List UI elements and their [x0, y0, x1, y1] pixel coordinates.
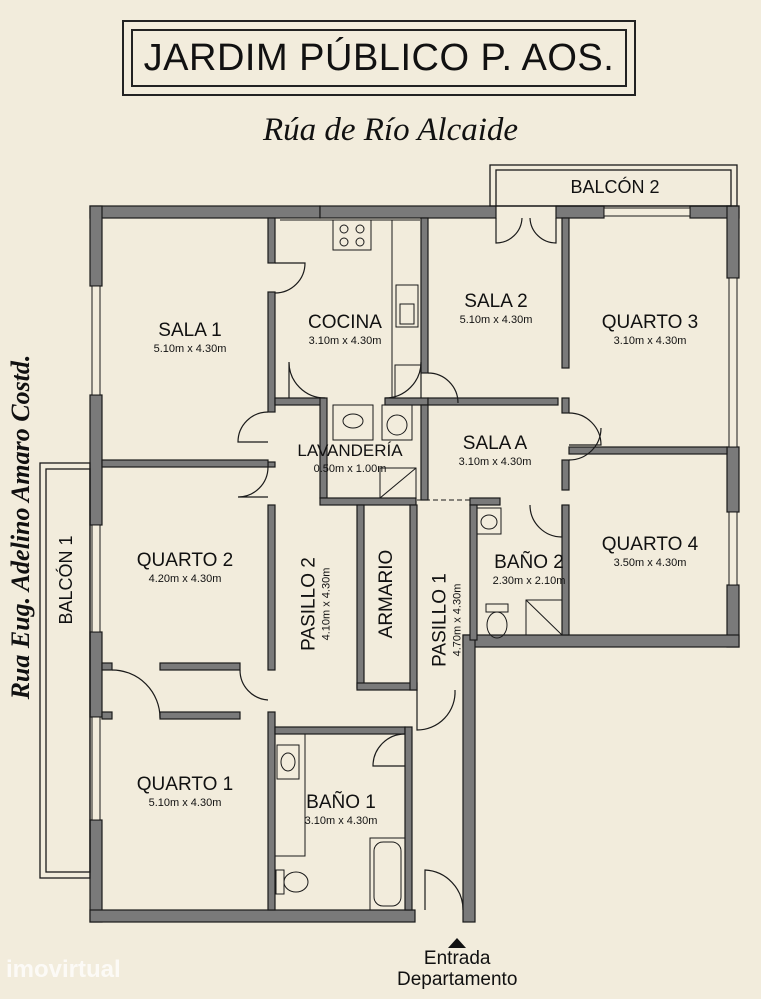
room-name: ARMARIO: [376, 549, 397, 639]
bano2-toilet-icon: [485, 603, 509, 613]
room-dims: 2.30m x 2.10m: [492, 575, 566, 587]
stove-icon: [332, 219, 372, 251]
room-sala1: SALA 1 5.10m x 4.30m: [140, 320, 240, 356]
room-quarto2: QUARTO 2 4.20m x 4.30m: [130, 550, 240, 586]
room-name: QUARTO 1: [136, 774, 234, 795]
entrance-arrow-icon: [448, 938, 467, 948]
washer-icon: [381, 404, 413, 441]
windows: [91, 207, 738, 821]
room-dims: 4.70m x 4.30m: [451, 583, 464, 657]
room-quarto1: QUARTO 1 5.10m x 4.30m: [130, 774, 240, 810]
room-salaA: SALA A 3.10m x 4.30m: [445, 433, 545, 469]
room-name: BAÑO 2: [494, 552, 564, 573]
bano2-shower-icon: [525, 599, 563, 636]
room-name: BAÑO 1: [306, 792, 376, 813]
room-name: QUARTO 3: [601, 312, 699, 333]
room-dims: 3.50m x 4.30m: [613, 557, 687, 569]
balcony-1-outline: [39, 462, 91, 879]
room-lavanderia: LAVANDERÍA 0.50m x 1.00m: [290, 440, 410, 476]
entrance: Entrada Departamento: [397, 938, 517, 990]
room-bano2: BAÑO 2 2.30m x 2.10m: [479, 552, 579, 588]
room-dims: 4.10m x 4.30m: [320, 567, 333, 641]
kitchen-sink-icon: [395, 284, 419, 328]
room-dims: 3.10m x 4.30m: [458, 456, 532, 468]
room-quarto4: QUARTO 4 3.50m x 4.30m: [595, 534, 705, 570]
room-dims: 5.10m x 4.30m: [459, 314, 533, 326]
room-name: SALA A: [462, 433, 528, 454]
room-name: QUARTO 2: [136, 550, 234, 571]
entrance-line2: Departamento: [397, 969, 518, 990]
balcony-label: BALCÓN 2: [570, 177, 660, 197]
closet-outline: [363, 504, 411, 684]
room-name: COCINA: [308, 312, 382, 333]
room-dims: 3.10m x 4.30m: [304, 815, 378, 827]
room-dims: 4.20m x 4.30m: [148, 573, 222, 585]
room-name: PASILLO 1: [429, 573, 451, 667]
bano1-sink-icon: [276, 744, 300, 780]
title-frame: JARDIM PÚBLICO P. AOS.: [122, 20, 636, 96]
room-bano1: BAÑO 1 3.10m x 4.30m: [291, 792, 391, 828]
room-cocina: COCINA 3.10m x 4.30m: [295, 312, 395, 348]
balcony-label: BALCÓN 1: [56, 535, 76, 625]
room-dims: 0.50m x 1.00m: [313, 463, 387, 475]
room-dims: 3.10m x 4.30m: [613, 335, 687, 347]
room-name: PASILLO 2: [298, 557, 320, 651]
bano1-toilet-icon: [275, 869, 285, 895]
room-dims: 5.10m x 4.30m: [153, 343, 227, 355]
plan-title: JARDIM PÚBLICO P. AOS.: [131, 29, 627, 87]
room-name: LAVANDERÍA: [297, 441, 403, 460]
room-sala2: SALA 2 5.10m x 4.30m: [446, 291, 546, 327]
street-name-left: Rua Eug. Adelino Amaro Costd.: [6, 354, 35, 700]
balcony-2: BALCÓN 2: [560, 176, 670, 198]
balconies: [39, 164, 738, 879]
bano2-sink-icon: [476, 507, 502, 535]
room-dims: 3.10m x 4.30m: [308, 335, 382, 347]
room-quarto3: QUARTO 3 3.10m x 4.30m: [595, 312, 705, 348]
street-name-top: Rúa de Río Alcaide: [262, 112, 519, 148]
room-name: QUARTO 4: [601, 534, 699, 555]
room-name: SALA 2: [464, 291, 528, 312]
room-name: SALA 1: [158, 320, 222, 341]
room-dims: 5.10m x 4.30m: [148, 797, 222, 809]
laundry-sink-icon: [332, 404, 374, 441]
entrance-line1: Entrada: [423, 948, 491, 969]
fixtures: [274, 219, 563, 911]
bathtub-icon: [369, 837, 406, 911]
watermark: imovirtual: [6, 956, 121, 983]
doors: [111, 217, 602, 911]
